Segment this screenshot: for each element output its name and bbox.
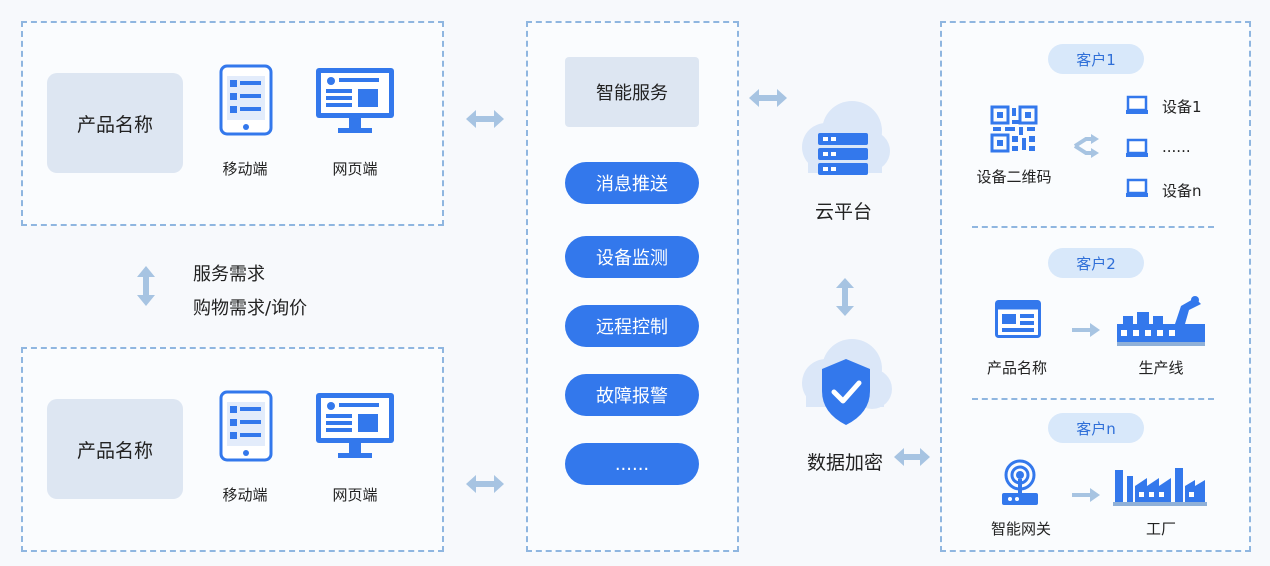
service-item: 消息推送 <box>565 162 699 204</box>
production-line-icon <box>1117 296 1205 346</box>
qr-code-icon <box>990 105 1038 153</box>
service-needs-text: 服务需求 <box>193 264 265 285</box>
data-encryption-label: 数据加密 <box>807 452 884 474</box>
target-label: 生产线 <box>1138 359 1184 377</box>
gateway-icon <box>1002 459 1038 505</box>
customer-badge: 客户2 <box>1048 248 1144 278</box>
smart-service-title: 智能服务 <box>565 57 699 127</box>
divider <box>972 226 1214 228</box>
desktop-icon <box>316 393 394 458</box>
horizontal-double-arrow <box>749 89 787 107</box>
product-name-box: 产品名称 <box>47 73 183 173</box>
dashboard-icon <box>995 300 1041 338</box>
divider <box>972 398 1214 400</box>
horizontal-double-arrow <box>466 110 504 128</box>
service-item: 远程控制 <box>565 305 699 347</box>
target-label: 工厂 <box>1145 520 1176 538</box>
device-label: 设备1 <box>1162 98 1202 116</box>
device-label: 设备n <box>1162 182 1202 200</box>
service-item: 故障报警 <box>565 374 699 416</box>
shield-cloud-icon <box>802 339 892 425</box>
service-item: 设备监测 <box>565 236 699 278</box>
device-label: ...... <box>1162 138 1191 156</box>
desktop-icon <box>316 68 394 133</box>
web-label: 网页端 <box>332 486 378 504</box>
cloud-platform-label: 云平台 <box>815 201 873 223</box>
mobile-label: 移动端 <box>222 160 268 178</box>
mobile-label: 移动端 <box>222 486 268 504</box>
shopping-needs-text: 购物需求/询价 <box>193 298 308 319</box>
source-label: 产品名称 <box>986 359 1047 377</box>
source-label: 智能网关 <box>990 520 1051 538</box>
vertical-double-arrow <box>836 278 854 316</box>
factory-icon <box>1113 468 1207 506</box>
customer-badge: 客户n <box>1048 413 1144 443</box>
device-icon <box>1126 95 1148 114</box>
service-item: ...... <box>565 443 699 485</box>
horizontal-double-arrow <box>894 448 930 466</box>
right-arrow <box>1072 323 1100 337</box>
qr-code-label: 设备二维码 <box>976 168 1052 186</box>
mobile-icon <box>219 64 273 136</box>
product-name-box: 产品名称 <box>47 399 183 499</box>
branch-arrow-icon <box>1073 134 1099 158</box>
device-icon <box>1126 138 1148 157</box>
cloud-server-icon <box>802 101 890 175</box>
mobile-icon <box>219 390 273 462</box>
customer-badge: 客户1 <box>1048 44 1144 74</box>
horizontal-double-arrow <box>466 475 504 493</box>
vertical-double-arrow <box>137 266 155 306</box>
device-icon <box>1126 178 1148 197</box>
web-label: 网页端 <box>332 160 378 178</box>
right-arrow <box>1072 488 1100 502</box>
